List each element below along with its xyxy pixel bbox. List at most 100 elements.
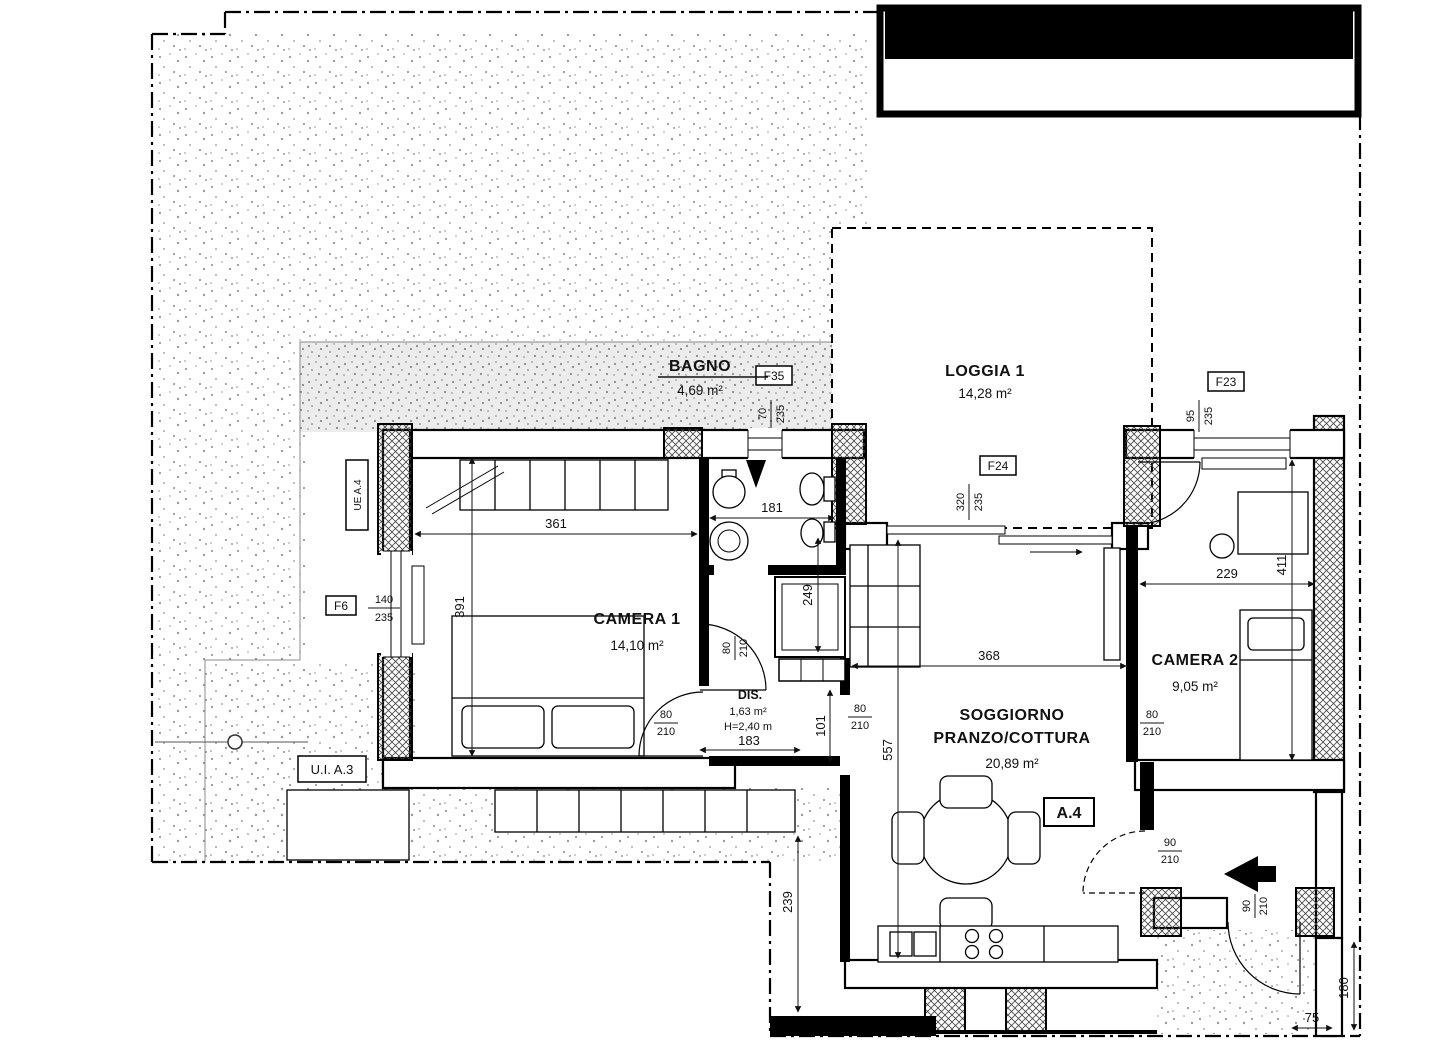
dim-camera1-width: 361 <box>545 516 567 531</box>
utility-id: UE A.4 <box>353 479 364 511</box>
chair <box>891 811 925 865</box>
window-f6-symbol <box>381 550 425 658</box>
entrance-arrow-icon <box>1224 856 1276 892</box>
door-h: 210 <box>657 726 675 738</box>
unit-tag-a4: A.4 <box>1043 797 1095 827</box>
unit-id: A.4 <box>1057 805 1082 822</box>
window-h: 235 <box>775 405 787 423</box>
pillow <box>551 705 635 749</box>
label-dis: DIS. 1,63 m² H=2,40 m <box>724 688 772 733</box>
window-tags: F6 140 235 F35 70 235 F24 320 235 <box>325 365 1245 624</box>
door-size-dis: 80 210 <box>721 636 750 660</box>
dim-corridor-depth: 249 <box>800 584 815 606</box>
label-bagno: BAGNO 4,69 m² <box>658 358 768 398</box>
door-h: 210 <box>1161 854 1179 866</box>
chair <box>939 897 993 931</box>
room-area: 14,28 m² <box>958 386 1012 401</box>
chair <box>939 775 993 809</box>
window-tag-f6: F6 140 235 <box>325 594 400 624</box>
interior-partitions <box>699 458 1154 1036</box>
unit-id: U.I. A.3 <box>311 762 354 777</box>
sofa <box>849 544 921 668</box>
door-w: 80 <box>660 709 672 721</box>
site-marker-circle <box>227 734 243 750</box>
structural-pillars <box>377 423 1335 1033</box>
room-name: SOGGIORNO <box>960 707 1065 724</box>
stove-burner <box>964 928 980 944</box>
room-name: BAGNO <box>669 358 731 375</box>
neighbour-building-east-wall <box>1312 414 1346 1038</box>
washbasin <box>712 475 746 509</box>
window-id: F6 <box>334 599 348 613</box>
door-w: 80 <box>854 703 866 715</box>
soggiorno-furniture <box>849 544 1121 963</box>
door-h: 210 <box>1258 897 1270 915</box>
window-tag-f35: F35 70 235 <box>755 365 793 428</box>
dimension-texts: 361 391 181 249 183 101 368 557 229 411 … <box>452 500 1351 1025</box>
room-area: 9,05 m² <box>1172 679 1218 694</box>
door-w: 80 <box>721 642 733 654</box>
window-w: 320 <box>955 493 967 511</box>
bagno-vent-arrow-icon <box>746 460 766 488</box>
door-w: 90 <box>1164 837 1176 849</box>
dim-camera1-depth: 391 <box>452 596 467 618</box>
door-w: 90 <box>1241 900 1253 912</box>
tv-sideboard <box>1103 547 1121 661</box>
service-cabinets <box>286 789 796 861</box>
window-f35-symbol <box>747 428 783 460</box>
window-h: 235 <box>375 612 393 624</box>
desk <box>1237 491 1309 555</box>
dim-porch-depth: 180 <box>1336 977 1351 999</box>
unit-tags: A.4 U.I. A.3 UE A.4 <box>297 459 1095 827</box>
door-external <box>1227 921 1301 995</box>
camera1-furniture <box>425 459 669 757</box>
door-size-camera2: 80 210 <box>1140 709 1164 738</box>
entrance-arrows <box>746 460 1276 892</box>
dim-bagno-width: 181 <box>761 500 783 515</box>
bidet <box>800 518 824 548</box>
dim-soggiorno-depth: 557 <box>880 739 895 761</box>
adjacent-unit-room <box>286 789 410 861</box>
window-w: 70 <box>757 408 769 420</box>
dim-camera2-width: 229 <box>1216 566 1238 581</box>
loggia-outline <box>831 227 1153 529</box>
room-labels: BAGNO 4,69 m² LOGGIA 1 14,28 m² CAMERA 1… <box>594 358 1239 771</box>
room-name: DIS. <box>738 688 762 702</box>
windows-symbols <box>381 428 1291 658</box>
door-h: 210 <box>738 639 750 657</box>
pillow <box>461 705 545 749</box>
window-w: 140 <box>375 594 393 606</box>
dim-porch-step: 75 <box>1305 1010 1319 1025</box>
door-dis <box>699 623 767 691</box>
room-name: PRANZO/COTTURA <box>933 730 1090 747</box>
window-h: 235 <box>1203 407 1215 425</box>
door-size-labels: 80 210 80 210 80 210 80 210 90 210 90 21… <box>654 636 1270 918</box>
bed-double <box>451 615 645 757</box>
chair <box>1007 811 1041 865</box>
door-w: 80 <box>1146 709 1158 721</box>
door-size-camera1: 80 210 <box>654 709 678 738</box>
window-tag-f24: F24 320 235 <box>955 455 1017 520</box>
window-w: 95 <box>1185 410 1197 422</box>
label-soggiorno: SOGGIORNO PRANZO/COTTURA 20,89 m² <box>933 707 1090 771</box>
room-name: CAMERA 2 <box>1152 652 1239 669</box>
dim-service-strip: 239 <box>780 891 795 913</box>
door-camera2 <box>1137 461 1201 525</box>
label-camera1: CAMERA 1 14,10 m² <box>594 611 680 653</box>
unit-tag-adjacent: U.I. A.3 <box>297 755 367 783</box>
exterior-walls <box>381 428 1346 990</box>
window-h: 235 <box>973 493 985 511</box>
window-f24-sliding-symbol <box>886 525 1113 556</box>
room-height: H=2,40 m <box>724 721 772 733</box>
pillow <box>1247 617 1305 651</box>
window-tag-f23: F23 95 235 <box>1185 371 1245 432</box>
desk-chair <box>1209 533 1235 559</box>
unit-tag-utility: UE A.4 <box>345 459 369 531</box>
label-loggia: LOGGIA 1 14,28 m² <box>945 363 1024 401</box>
dim-dis-opening: 101 <box>813 715 828 737</box>
radiator-camera1 <box>411 565 425 645</box>
window-id: F23 <box>1216 375 1237 389</box>
dim-camera2-depth: 411 <box>1274 555 1289 576</box>
door-size-entrance: 90 210 <box>1158 837 1182 866</box>
